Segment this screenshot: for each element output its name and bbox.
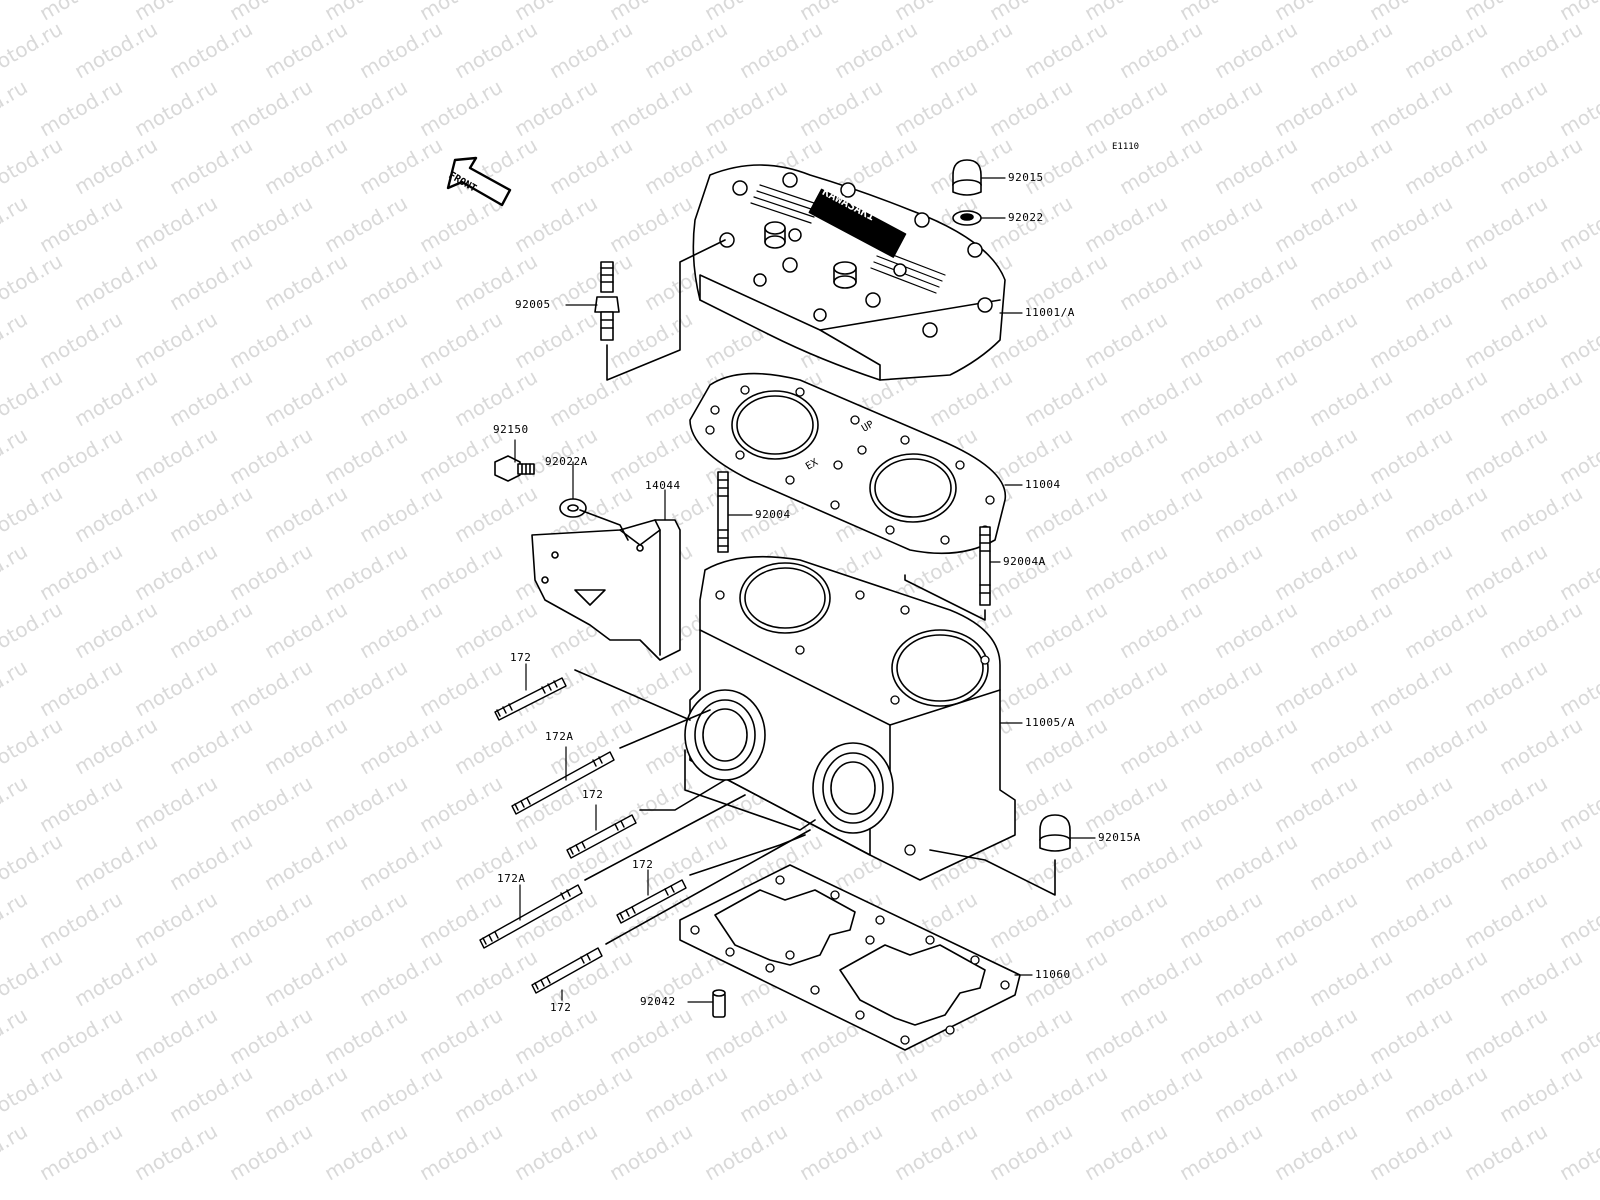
dowel-pin-92042 <box>712 989 726 1018</box>
callout-172-a: 172 <box>510 651 532 664</box>
callout-92015: 92015 <box>1008 171 1044 184</box>
gasket-ex-mark: EX <box>804 457 820 473</box>
bracket-14044 <box>531 519 681 661</box>
cylinder-block <box>684 555 1016 881</box>
callout-11005A: 11005/A <box>1025 716 1075 729</box>
nut-92015 <box>952 159 982 196</box>
washer-92022A <box>559 498 587 518</box>
callout-92004: 92004 <box>755 508 791 521</box>
stud-172-a <box>494 677 567 721</box>
callout-92022A: 92022A <box>545 455 588 468</box>
stud-172-c <box>616 879 687 924</box>
callout-172-c: 172 <box>632 858 654 871</box>
callout-92015A: 92015A <box>1098 831 1141 844</box>
callout-172-b: 172 <box>582 788 604 801</box>
callout-11001A: 11001/A <box>1025 306 1075 319</box>
nut-92015A <box>1039 814 1071 852</box>
leader-lines <box>514 177 1096 1003</box>
callout-92005: 92005 <box>515 298 551 311</box>
stud-172A-a <box>511 751 615 815</box>
bolt-92150 <box>494 455 535 482</box>
callout-14044: 14044 <box>645 479 681 492</box>
stud-92004 <box>717 471 729 553</box>
callout-172-d: 172 <box>550 1001 572 1014</box>
fitting-92005 <box>594 261 620 341</box>
callout-172A-a: 172A <box>545 730 574 743</box>
callout-92150: 92150 <box>493 423 529 436</box>
callout-92022: 92022 <box>1008 211 1044 224</box>
front-arrow-icon <box>446 156 512 207</box>
stud-172-d <box>531 947 603 994</box>
callout-92042: 92042 <box>640 995 676 1008</box>
cylinder-head <box>692 164 1006 381</box>
gasket-up-mark: UP <box>860 419 876 435</box>
callout-92004A: 92004A <box>1003 555 1046 568</box>
stud-172A-b <box>479 884 583 949</box>
head-cooling-fins <box>750 184 946 294</box>
callout-11060: 11060 <box>1035 968 1071 981</box>
callout-172A-b: 172A <box>497 872 526 885</box>
washer-92022 <box>952 210 982 226</box>
base-gasket <box>679 864 1021 1051</box>
callout-11004: 11004 <box>1025 478 1061 491</box>
head-gasket <box>689 372 1007 555</box>
stud-92004A <box>979 526 991 606</box>
diagram-code: E1110 <box>1112 142 1140 152</box>
stud-172-b <box>566 814 637 859</box>
